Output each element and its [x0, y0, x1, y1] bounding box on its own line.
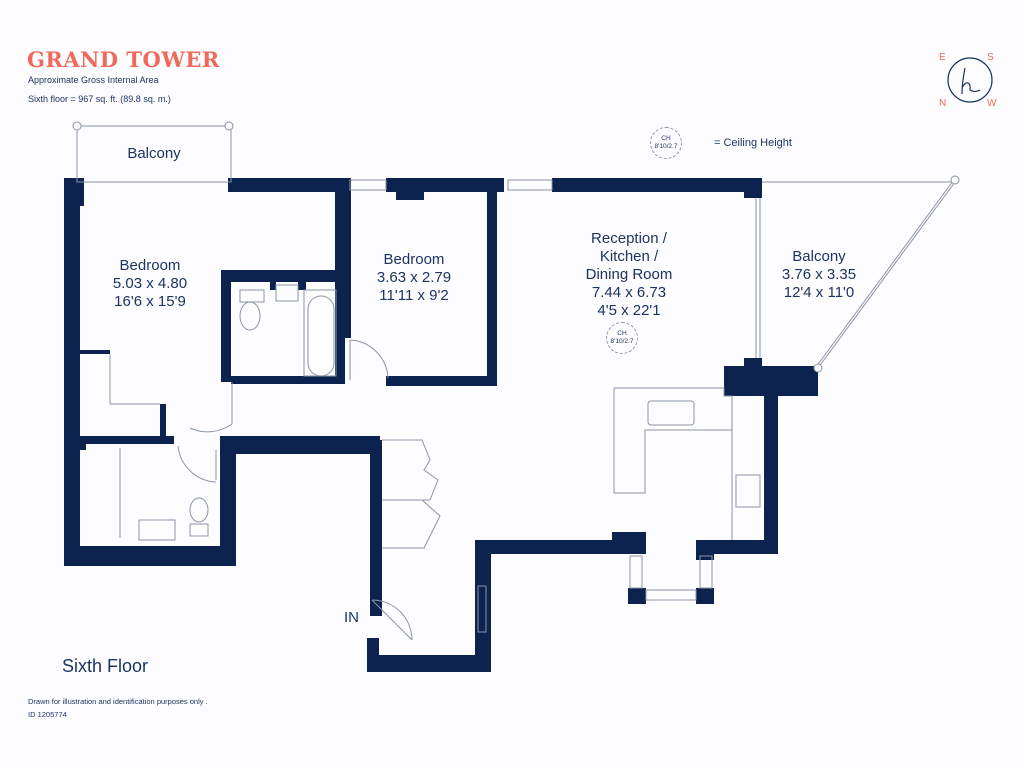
disclaimer: Drawn for illustration and identificatio…: [28, 697, 208, 706]
room-bedroom-2: Bedroom 3.63 x 2.79 11'11 x 9'2: [376, 251, 452, 304]
floor-name: Sixth Floor: [62, 656, 149, 676]
floor-area: Sixth floor = 967 sq. ft. (89.8 sq. m.): [28, 94, 171, 104]
compass-logo: E S N W: [935, 50, 1005, 110]
plan-id: ID 1205774: [28, 710, 67, 719]
room-balcony-2: Balcony 3.76 x 3.35 12'4 x 11'0: [781, 248, 857, 301]
room-balcony-1: Balcony: [127, 145, 181, 162]
ceiling-height-badge: CH 8'10/2.7: [606, 322, 638, 354]
entrance-label: IN: [344, 609, 359, 626]
compass-e: E: [939, 52, 946, 63]
area-subtitle: Approximate Gross Internal Area: [28, 75, 159, 85]
compass-w: W: [987, 98, 997, 109]
compass-s: S: [987, 52, 994, 63]
ceiling-height-legend-text: = Ceiling Height: [714, 137, 792, 149]
logo-circle-icon: [947, 57, 993, 103]
compass-n: N: [939, 98, 947, 109]
room-reception-kitchen-dining: Reception / Kitchen / Dining Room 7.44 x…: [585, 230, 673, 319]
room-bedroom-1: Bedroom 5.03 x 4.80 16'6 x 15'9: [112, 257, 188, 310]
ceiling-height-legend-badge: CH 8'10/2.7: [650, 127, 682, 159]
property-title: GRAND TOWER: [27, 47, 220, 72]
